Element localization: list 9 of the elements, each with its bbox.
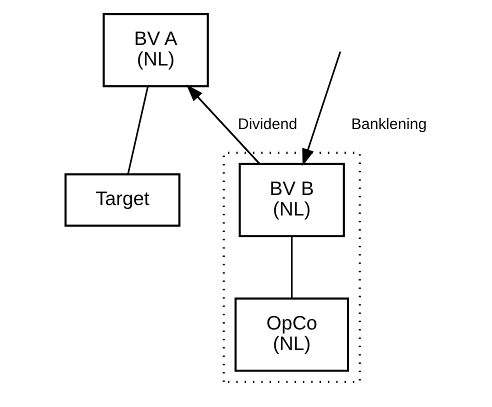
- node-box: Target: [64, 173, 180, 227]
- connector: [290, 236, 293, 298]
- cluster: [222, 152, 361, 383]
- node-box: BV B (NL): [238, 162, 345, 238]
- arrow: [302, 51, 342, 166]
- connector: [127, 86, 149, 174]
- node-box: OpCo (NL): [234, 298, 350, 372]
- node-box: BV A (NL): [102, 12, 209, 88]
- edge-label: Banklening: [351, 116, 427, 133]
